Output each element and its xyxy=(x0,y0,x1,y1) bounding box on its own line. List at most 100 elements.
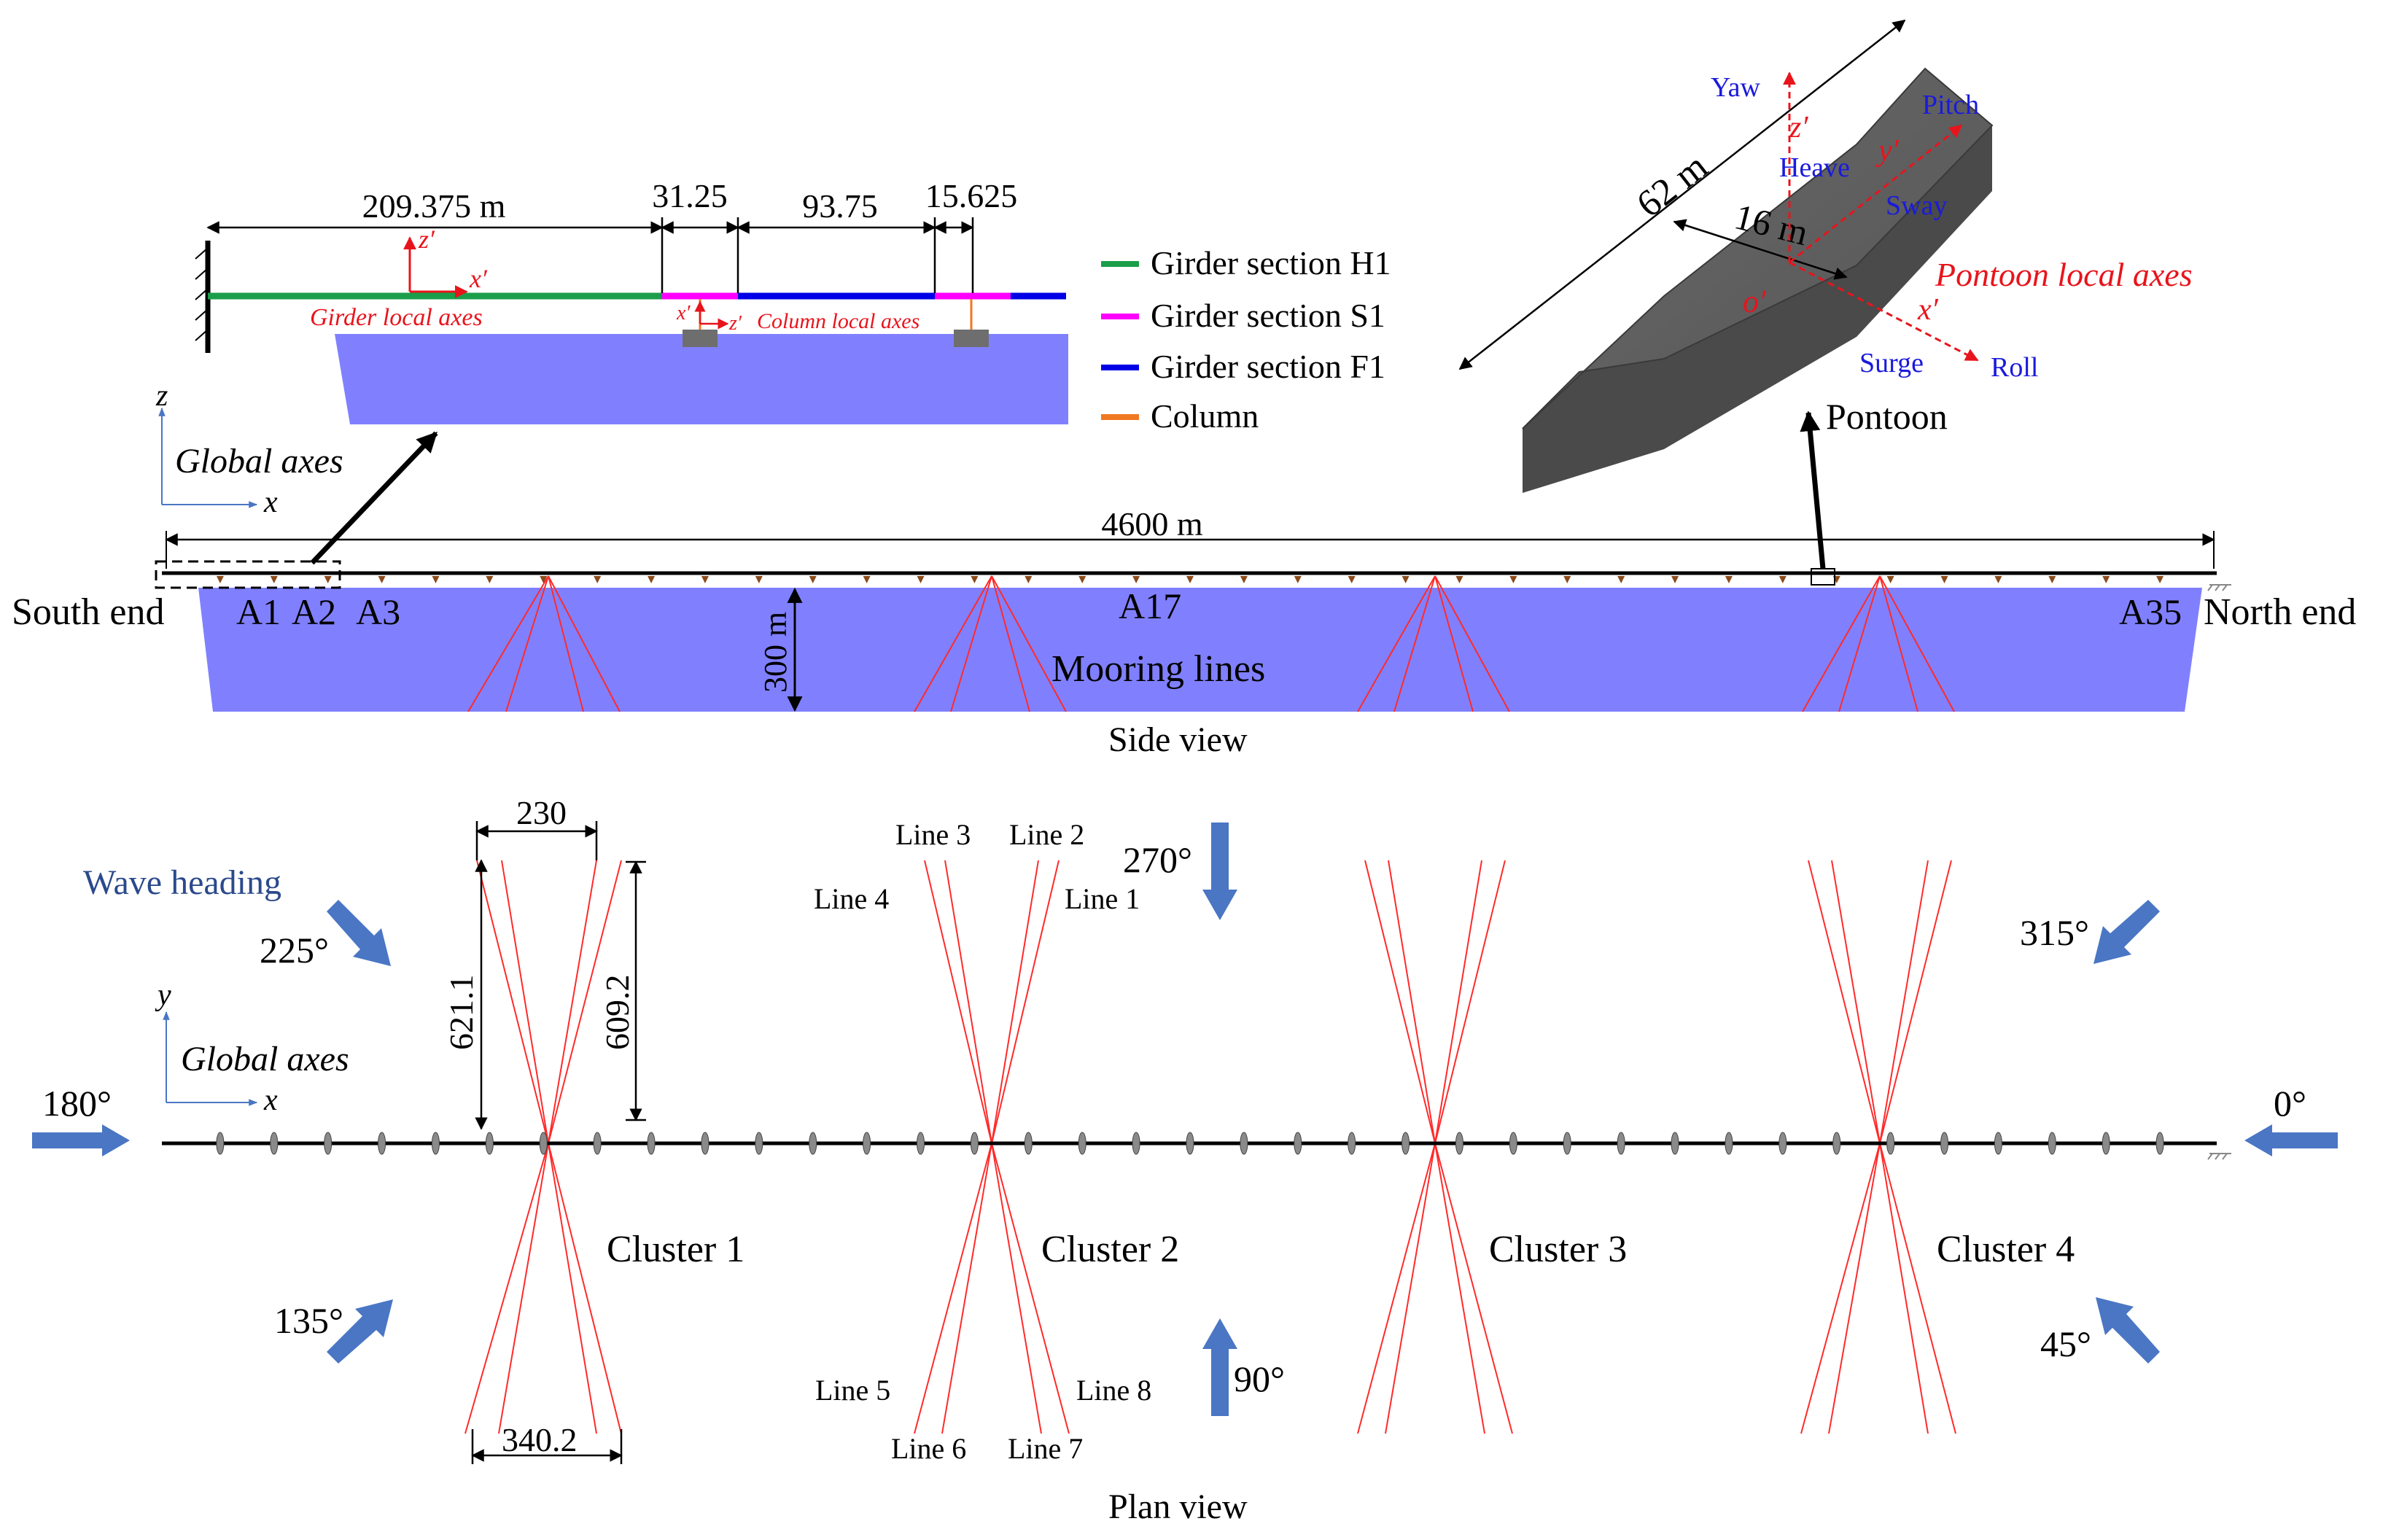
heading-45-label: 45° xyxy=(2040,1323,2091,1364)
axis-label-a35: A35 xyxy=(2119,591,2182,632)
line-2-label: Line 2 xyxy=(1009,818,1084,851)
heading-arrow-135 xyxy=(327,1299,393,1364)
plan-pontoon-marker xyxy=(2048,1132,2056,1155)
plan-pontoon-marker xyxy=(1240,1132,1248,1155)
plan-pontoon-markers xyxy=(216,1132,2164,1155)
side-pontoon-marker xyxy=(917,576,925,583)
heading-arrow-90 xyxy=(1202,1318,1237,1416)
heading-0-label: 0° xyxy=(2274,1083,2306,1124)
side-pontoon-marker xyxy=(1401,576,1410,583)
line-7-label: Line 7 xyxy=(1008,1432,1083,1465)
side-view-caption: Side view xyxy=(1108,720,1248,759)
dim-label: 15.625 xyxy=(925,177,1018,214)
dim-230-label: 230 xyxy=(516,794,567,831)
side-pontoon-marker xyxy=(1455,576,1463,583)
side-pontoon-marker xyxy=(809,576,817,583)
plan-pontoon-marker xyxy=(324,1132,333,1155)
plan-pontoon-marker xyxy=(270,1132,279,1155)
plan-view: 230 621.1 609.2 340.2 Line 1 Line 2 Line… xyxy=(32,794,2338,1526)
axis-label-a1: A1 xyxy=(236,591,281,632)
axis-label-a2: A2 xyxy=(292,591,336,632)
column-axes-label: Column local axes xyxy=(757,309,920,333)
side-pontoon-marker xyxy=(432,576,440,583)
pontoon-3d: 62 m 16 m Yaw Pitch Heave Sway Surge Rol… xyxy=(1458,19,2193,493)
total-length-label: 4600 m xyxy=(1101,505,1203,542)
plan-pontoon-marker xyxy=(1886,1132,1895,1155)
girder-axes-label: Girder local axes xyxy=(310,304,483,331)
heading-90-label: 90° xyxy=(1234,1358,1285,1399)
north-end-label: North end xyxy=(2204,591,2356,633)
side-x-axis-label: x xyxy=(263,486,278,519)
side-pontoon-marker xyxy=(270,576,278,583)
plan-north-support xyxy=(2207,1153,2231,1160)
legend-label-s1: Girder section S1 xyxy=(1151,297,1385,334)
line-5-label: Line 5 xyxy=(815,1374,890,1407)
dim-label: 93.75 xyxy=(802,187,878,225)
plan-pontoon-marker xyxy=(1078,1132,1086,1155)
heading-270-label: 270° xyxy=(1123,839,1192,880)
dim-609-label: 609.2 xyxy=(599,975,636,1051)
side-pontoon-marker xyxy=(971,576,979,583)
plan-view-caption: Plan view xyxy=(1108,1488,1248,1526)
side-pontoon-marker xyxy=(1078,576,1086,583)
side-mooring-lines xyxy=(467,575,1955,712)
side-pontoon-marker xyxy=(540,576,548,583)
side-pontoon-marker xyxy=(324,576,332,583)
plan-pontoon-marker xyxy=(216,1132,225,1155)
column-x-axis-label: x′ xyxy=(676,302,691,324)
pontoon-width-dimension xyxy=(1673,219,1848,280)
detail-region-box xyxy=(155,560,341,589)
girder-z-axis-label: z′ xyxy=(418,225,435,254)
line-4-label: Line 4 xyxy=(814,882,889,915)
side-pontoon-marker xyxy=(1294,576,1302,583)
legend-label-h1: Girder section H1 xyxy=(1151,244,1391,281)
heading-arrow-0 xyxy=(2244,1124,2338,1156)
cluster-2-label: Cluster 2 xyxy=(1041,1229,1179,1270)
axis-label-a17: A17 xyxy=(1119,586,1181,626)
heading-180-label: 180° xyxy=(42,1083,112,1124)
plan-pontoon-marker xyxy=(1671,1132,1679,1155)
pontoon-length-label: 62 m xyxy=(1629,146,1715,226)
pontoon-block xyxy=(954,330,989,347)
plan-pontoon-marker xyxy=(2155,1132,2164,1155)
sway-label: Sway xyxy=(1886,190,1947,221)
plan-pontoon-marker xyxy=(1132,1132,1140,1155)
girder-detail: 209.375 m 31.25 93.75 15.625 z′ x′ Girde… xyxy=(195,177,1068,424)
line-6-label: Line 6 xyxy=(891,1432,966,1465)
north-support xyxy=(2207,584,2231,591)
south-end-label: South end xyxy=(12,591,164,633)
plan-pontoon-marker xyxy=(2102,1132,2110,1155)
plan-pontoon-marker xyxy=(917,1132,925,1155)
plan-pontoon-marker xyxy=(755,1132,763,1155)
side-pontoon-marker xyxy=(1994,576,2002,583)
side-pontoon-marker xyxy=(755,576,763,583)
depth-label: 300 m xyxy=(758,612,793,693)
side-pontoon-marker xyxy=(1132,576,1140,583)
side-pontoon-markers xyxy=(216,576,2164,583)
legend-label-f1: Girder section F1 xyxy=(1151,348,1385,385)
side-pontoon-marker xyxy=(1778,576,1787,583)
plan-pontoon-marker xyxy=(485,1132,494,1155)
plan-x-axis-label: x xyxy=(263,1084,278,1117)
side-water xyxy=(198,588,2202,712)
heading-arrow-225 xyxy=(327,900,391,966)
surge-label: Surge xyxy=(1859,348,1924,378)
pontoon-local-axes xyxy=(1783,71,1979,362)
heading-315-label: 315° xyxy=(2020,912,2089,953)
side-pontoon-marker xyxy=(594,576,602,583)
pontoon-axes-label: Pontoon local axes xyxy=(1935,256,2193,293)
dim-label: 31.25 xyxy=(652,177,728,214)
pontoon-block xyxy=(683,330,718,347)
support-hatch xyxy=(195,247,209,341)
side-pontoon-marker xyxy=(1725,576,1733,583)
girder-x-axis-label: x′ xyxy=(469,264,488,293)
plan-pontoon-marker xyxy=(593,1132,602,1155)
cluster-3-label: Cluster 3 xyxy=(1489,1229,1627,1270)
heading-arrow-315 xyxy=(2093,900,2160,964)
side-pontoon-marker xyxy=(1940,576,1948,583)
plan-pontoon-marker xyxy=(1509,1132,1517,1155)
plan-global-axes xyxy=(163,1011,258,1106)
side-pontoon-marker xyxy=(1509,576,1517,583)
side-pontoon-marker xyxy=(863,576,871,583)
plan-pontoon-marker xyxy=(647,1132,656,1155)
